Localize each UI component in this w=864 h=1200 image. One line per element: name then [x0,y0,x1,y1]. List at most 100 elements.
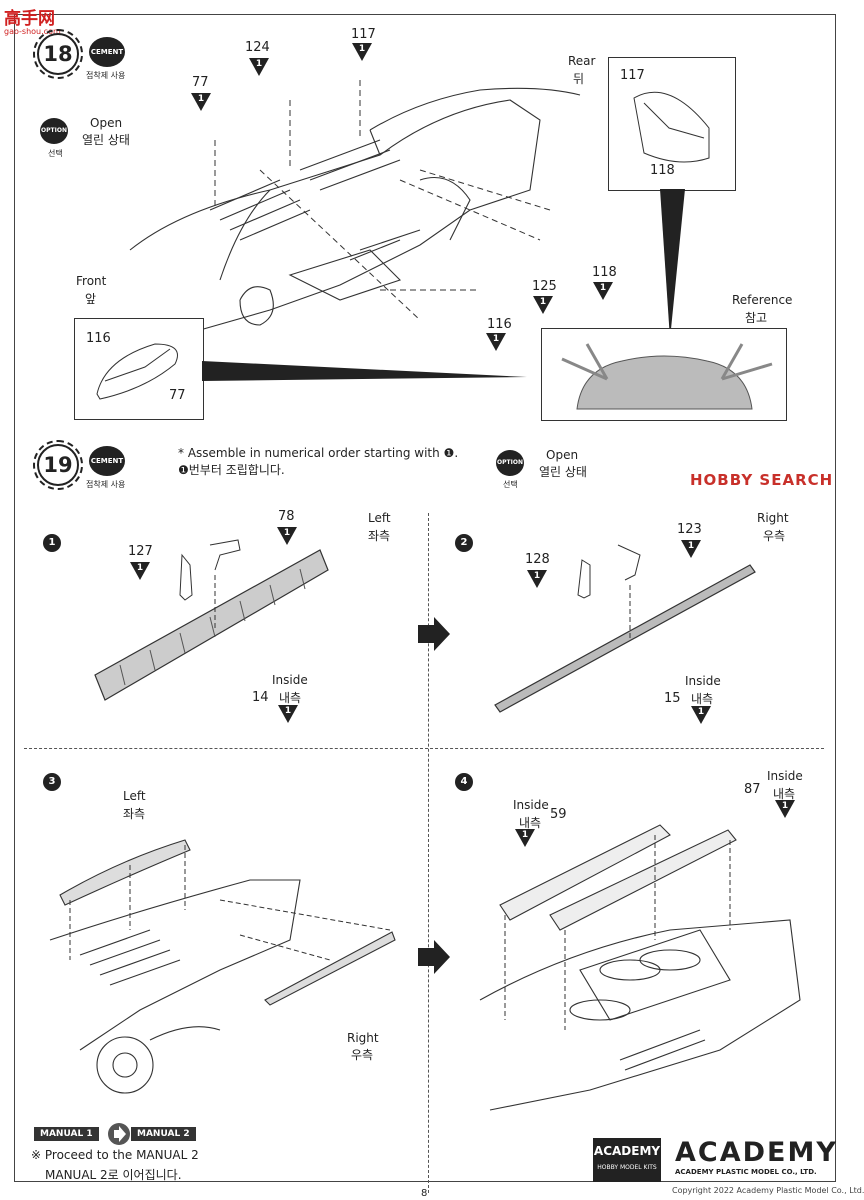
tri-marker: 1 [533,296,553,314]
part-127: 127 [128,544,153,559]
rear-part-118: 118 [650,163,675,178]
vertical-divider [428,513,429,1193]
sub1-inside-en: Inside [272,673,308,687]
part-87: 87 [744,782,761,797]
substep-3-badge: 3 [43,773,61,791]
manual-1-tag: MANUAL 1 [34,1127,99,1141]
front-title-en: Front [76,274,107,288]
part-128: 128 [525,552,550,567]
sub4-inside-ko-right: 내측 [773,787,796,801]
part-77: 77 [192,75,209,90]
reference-title-ko: 참고 [745,311,768,325]
tri-marker: 1 [527,570,547,588]
reference-title-en: Reference [732,293,793,307]
part-15: 15 [664,691,681,706]
sub2-side-ko: 우측 [763,529,786,543]
tri-marker: 1 [593,282,613,300]
part-14: 14 [252,690,269,705]
reference-inset-box [541,328,787,421]
tri-marker: 1 [277,527,297,545]
copyright: Copyright 2022 Academy Plastic Model Co.… [672,1186,864,1195]
page-frame [14,14,836,1182]
sub1-side-en: Left [368,511,391,525]
step-18-fuselage-drawing [129,80,581,331]
manual-next-icon [108,1123,130,1145]
option-label: 선택 [48,149,63,158]
tri-marker: 1 [486,333,506,351]
option-label: 선택 [503,480,518,489]
rear-callout-pointer [660,189,685,339]
part-116: 116 [487,317,512,332]
part-124: 124 [245,40,270,55]
part-123: 123 [677,522,702,537]
academy-company-name: ACADEMY PLASTIC MODEL CO., LTD. [675,1168,817,1176]
tri-marker: 1 [515,829,535,847]
tri-marker: 1 [249,58,269,76]
horizontal-divider [24,748,824,749]
front-part-116: 116 [86,331,111,346]
option-text-en: Open [546,448,579,462]
rear-inset-drawing [633,91,710,163]
option-icon: OPTION [496,450,524,476]
sub3-right-en: Right [347,1031,379,1045]
sub3-fuselage-drawing [49,839,396,1094]
part-117: 117 [351,27,376,42]
manual-2-tag: MANUAL 2 [131,1127,196,1141]
sub4-bomb-bay-drawing [479,824,801,1111]
rear-inset-box [608,57,736,191]
next-arrow [418,617,450,651]
tri-marker: 1 [352,43,372,61]
substep-2-badge: 2 [455,534,473,552]
tri-marker: 1 [191,93,211,111]
front-part-77: 77 [169,388,186,403]
sub1-inside-ko: 내측 [279,691,302,705]
rear-title-ko: 뒤 [573,72,585,86]
sub3-left-ko: 좌측 [123,807,146,821]
proceed-text-ko: MANUAL 2로 이어집니다. [45,1168,182,1182]
assembly-note-ko: ❶번부터 조립합니다. [178,463,285,477]
substep-1-badge: 1 [43,534,61,552]
sub4-inside-ko-left: 내측 [519,816,542,830]
sub1-side-ko: 좌측 [368,529,391,543]
sub3-left-en: Left [123,789,146,803]
front-title-ko: 앞 [85,292,97,306]
tri-marker: 1 [691,706,711,724]
option-icon: OPTION [40,118,68,144]
sub2-side-en: Right [757,511,789,525]
sub1-bay-door-drawing [94,539,329,701]
proceed-text-en: ※ Proceed to the MANUAL 2 [31,1148,199,1162]
sub4-inside-en-left: Inside [513,798,549,812]
sub3-right-ko: 우측 [351,1048,374,1062]
cement-label: 접착제 사용 [86,480,126,489]
step-18-badge: 18 [33,29,83,79]
front-callout-pointer [202,361,527,381]
tri-marker: 1 [130,562,150,580]
cement-label: 접착제 사용 [86,71,126,80]
cement-icon: CEMENT [89,446,125,476]
tri-marker: 1 [278,705,298,723]
rear-title-en: Rear [568,54,596,68]
sub2-inside-en: Inside [685,674,721,688]
next-arrow [418,940,450,974]
substep-4-badge: 4 [455,773,473,791]
part-59: 59 [550,807,567,822]
watermark-url: gao-shou.com [4,27,61,36]
part-78: 78 [278,509,295,524]
academy-badge: ACADEMY HOBBY MODEL KITS [593,1138,661,1182]
option-text-en: Open [90,116,123,130]
part-118: 118 [592,265,617,280]
academy-logo: ACADEMY [675,1137,838,1168]
front-inset-box [74,318,204,420]
hobbysearch-watermark: HOBBY SEARCH [690,471,834,489]
sub4-inside-en-right: Inside [767,769,803,783]
assembly-note-en: * Assemble in numerical order starting w… [178,446,459,460]
sub2-bay-door-drawing [494,544,756,713]
reference-inset-drawing [561,343,773,410]
option-text-ko: 열린 상태 [82,133,130,147]
rear-part-117: 117 [620,68,645,83]
part-125: 125 [532,279,557,294]
page-number: 8 [421,1188,428,1199]
option-text-ko: 열린 상태 [539,465,587,479]
tri-marker: 1 [775,800,795,818]
tri-marker: 1 [681,540,701,558]
